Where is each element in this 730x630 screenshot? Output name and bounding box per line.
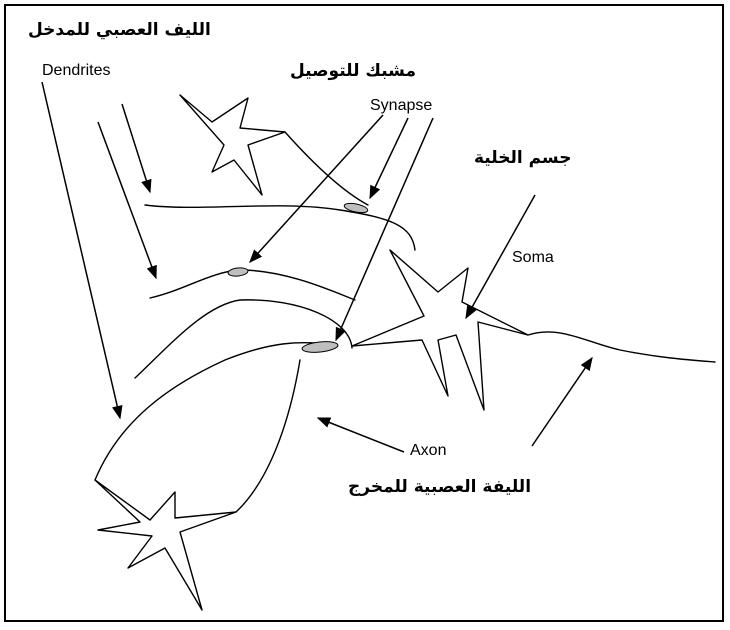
- dendrites-label-en: Dendrites: [42, 63, 110, 79]
- synapse-label-en: Synapse: [370, 98, 432, 114]
- bottom-neuron-cell: [95, 480, 236, 610]
- top-neuron-cell: [180, 95, 285, 195]
- dendrites-arrow-3: [122, 104, 150, 192]
- dendrite-fiber-2: [150, 270, 355, 300]
- synapse-arrow-2: [370, 118, 408, 198]
- dendrites-label-ar: الليف العصبي للمدخل: [28, 22, 211, 39]
- axon-arrow-left: [318, 418, 404, 452]
- soma-label-en: Soma: [512, 250, 554, 266]
- dendrite-fiber-top: [285, 132, 368, 205]
- axon-arrow-right: [532, 358, 592, 446]
- output-axon: [528, 332, 715, 362]
- axon-curve-lower: [236, 360, 300, 512]
- synapse-label-ar: مشبك للتوصيل: [290, 63, 416, 80]
- synapse-middle: [228, 267, 249, 277]
- axon-label-en: Axon: [410, 443, 446, 459]
- dendrites-arrow-1: [42, 82, 120, 418]
- dendrites-arrow-2: [98, 122, 156, 278]
- axon-label-ar: الليفة العصبية للمخرج: [348, 479, 531, 496]
- soma-neuron-cell: [352, 250, 528, 410]
- dendrite-fiber-3: [135, 300, 352, 378]
- soma-label-ar: جسم الخلية: [474, 150, 571, 167]
- dendrite-fiber-1: [145, 205, 415, 250]
